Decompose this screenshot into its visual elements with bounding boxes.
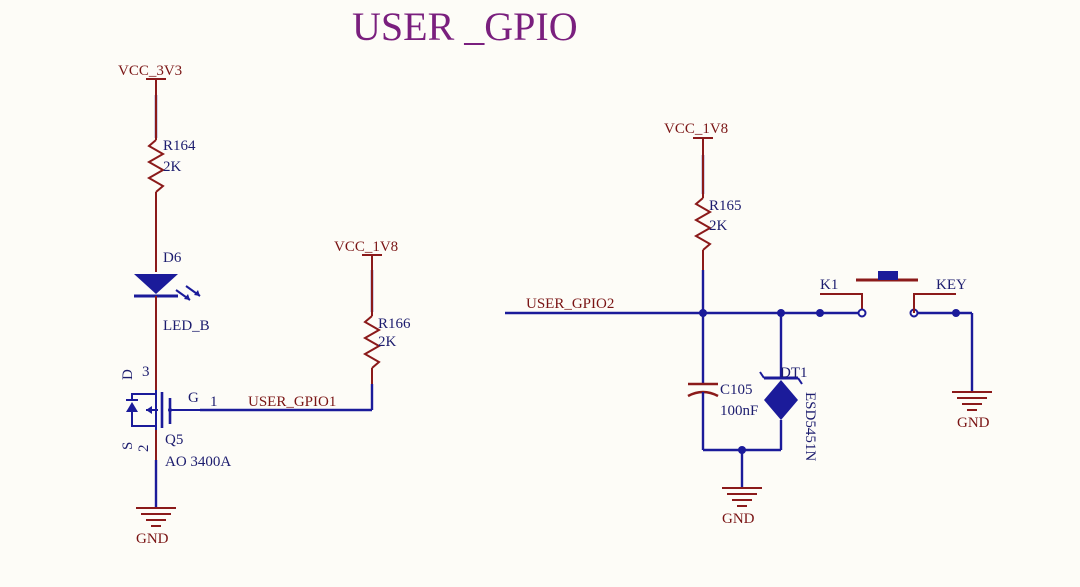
schematic-title: USER _GPIO	[352, 4, 578, 49]
junction-k1	[816, 309, 824, 317]
mosfet-q5: 3 D G 1 2 S Q5 AO 3400A	[120, 352, 231, 470]
power-label-vcc-3v3: VCC_3V3	[118, 63, 182, 79]
q5-value: AO 3400A	[165, 454, 231, 470]
net-label-user-gpio2: USER_GPIO2	[526, 296, 614, 312]
r166-value: 2K	[378, 334, 397, 350]
r164-ref: R164	[163, 138, 196, 154]
k1-value: KEY	[936, 277, 967, 293]
resistor-r164: R164 2K	[146, 95, 196, 212]
led-emission-arrows	[175, 285, 201, 301]
r164-value: 2K	[163, 159, 182, 175]
r165-value: 2K	[709, 218, 728, 234]
q5-ref: Q5	[165, 432, 183, 448]
dt1-value: ESD5451N	[802, 392, 818, 461]
q5-pin-d-label: D	[120, 369, 136, 380]
q5-pin-3: 3	[142, 364, 150, 380]
ground-symbol-right-key: GND	[952, 391, 992, 431]
r166-ref: R166	[378, 316, 411, 332]
junction-key	[952, 309, 960, 317]
tvs-diode-dt1: DT1 ESD5451N	[759, 313, 818, 461]
c105-value: 100nF	[720, 403, 758, 419]
gnd-label-left: GND	[136, 531, 169, 547]
ground-symbol-left: GND	[136, 507, 176, 547]
q5-pin-s-label: S	[120, 442, 136, 450]
pushbutton-k1: K1 KEY	[820, 271, 967, 318]
button-plunger	[878, 271, 898, 280]
r165-ref: R165	[709, 198, 742, 214]
q5-pin-1: 1	[210, 394, 218, 410]
gnd-label-right-cap: GND	[722, 511, 755, 527]
d6-value: LED_B	[163, 318, 210, 334]
left-led-driver-circuit: VCC_3V3 R164 2K D6 LED_B	[118, 63, 411, 547]
capacitor-c105: C105 100nF	[687, 313, 758, 450]
c105-ref: C105	[720, 382, 753, 398]
q5-pin-g-label: G	[188, 390, 199, 406]
net-label-user-gpio1: USER_GPIO1	[248, 394, 336, 410]
power-label-vcc-1v8-left: VCC_1V8	[334, 239, 398, 255]
right-button-input-circuit: VCC_1V8 R165 2K USER_GPIO2 C105 100nF	[505, 121, 992, 527]
resistor-r165: R165 2K	[693, 155, 742, 270]
power-port-vcc-3v3: VCC_3V3	[118, 63, 182, 95]
power-label-vcc-1v8-right: VCC_1V8	[664, 121, 728, 137]
d6-ref: D6	[163, 250, 182, 266]
power-port-vcc-1v8-right: VCC_1V8	[664, 121, 728, 155]
resistor-r166: R166 2K	[362, 270, 411, 384]
power-port-vcc-1v8-left: VCC_1V8	[334, 239, 398, 270]
q5-pin-2: 2	[136, 445, 152, 453]
dt1-ref: DT1	[780, 365, 808, 381]
led-d6: D6 LED_B	[134, 250, 210, 352]
k1-ref: K1	[820, 277, 838, 293]
gnd-label-right-key: GND	[957, 415, 990, 431]
ground-symbol-right-cap: GND	[722, 487, 762, 527]
